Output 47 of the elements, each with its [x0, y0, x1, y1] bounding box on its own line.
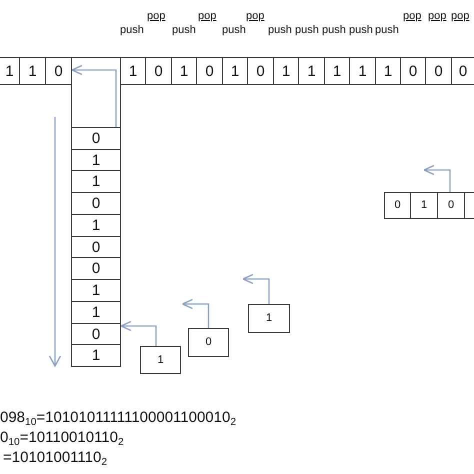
operation-label: push [120, 23, 144, 37]
operation-label: pop [451, 9, 470, 23]
tape-cell: 1 [375, 57, 401, 85]
operation-label: push [268, 23, 292, 37]
tape-cell: 0 [145, 57, 172, 85]
bit-box: 1 [248, 304, 290, 333]
arrow [120, 320, 157, 346]
tape-cell: 1 [298, 57, 325, 85]
tape-cell: 1 [349, 57, 376, 85]
tape-cell: 0 [196, 57, 223, 85]
arrow [423, 164, 451, 192]
tape-cell: 0 [400, 57, 426, 85]
conversion-equation: 0$_{10}$=10110010110$_{2}$ [0, 428, 124, 448]
operation-label: push [172, 23, 196, 37]
tape-cell: 1 [19, 57, 46, 85]
tape-cell: 0 [451, 57, 474, 85]
tape-cell: 0 [437, 192, 465, 219]
stack-column [71, 57, 121, 367]
tape-cell: 1 [410, 192, 438, 219]
tape-cell: 0 [425, 57, 452, 85]
operation-label: pop [428, 9, 446, 23]
operation-label: pop [403, 9, 422, 23]
operation-label: push [349, 23, 373, 37]
arrow [182, 298, 210, 328]
operation-label: push [222, 23, 246, 37]
tape-cell: 1 [324, 57, 350, 85]
tape-cell: 0 [45, 57, 72, 85]
bit-box: 0 [188, 328, 229, 357]
tape-cell: 1 [273, 57, 299, 85]
bit-box: 1 [140, 346, 181, 374]
operation-label: pop [147, 9, 166, 23]
tape-cell: 1 [120, 57, 146, 85]
operation-label: push [375, 23, 399, 37]
operation-label: push [322, 23, 346, 37]
tape-cell [464, 192, 474, 219]
operation-label: pop [198, 9, 216, 23]
tape-cell: 0 [247, 57, 274, 85]
conversion-equation: 098$_{10}$=10101011111100001100010$_{2}$ [0, 408, 236, 428]
tape-cell: 1 [0, 57, 20, 85]
conversion-equation: =10101001110$_{2}$ [3, 448, 107, 468]
operation-label: pop [246, 9, 264, 23]
arrow [242, 274, 270, 304]
operation-label: push [295, 23, 319, 37]
tape-cell: 0 [384, 192, 411, 219]
arrow [71, 64, 117, 127]
tape-cell: 1 [171, 57, 197, 85]
tape-cell: 1 [222, 57, 248, 85]
